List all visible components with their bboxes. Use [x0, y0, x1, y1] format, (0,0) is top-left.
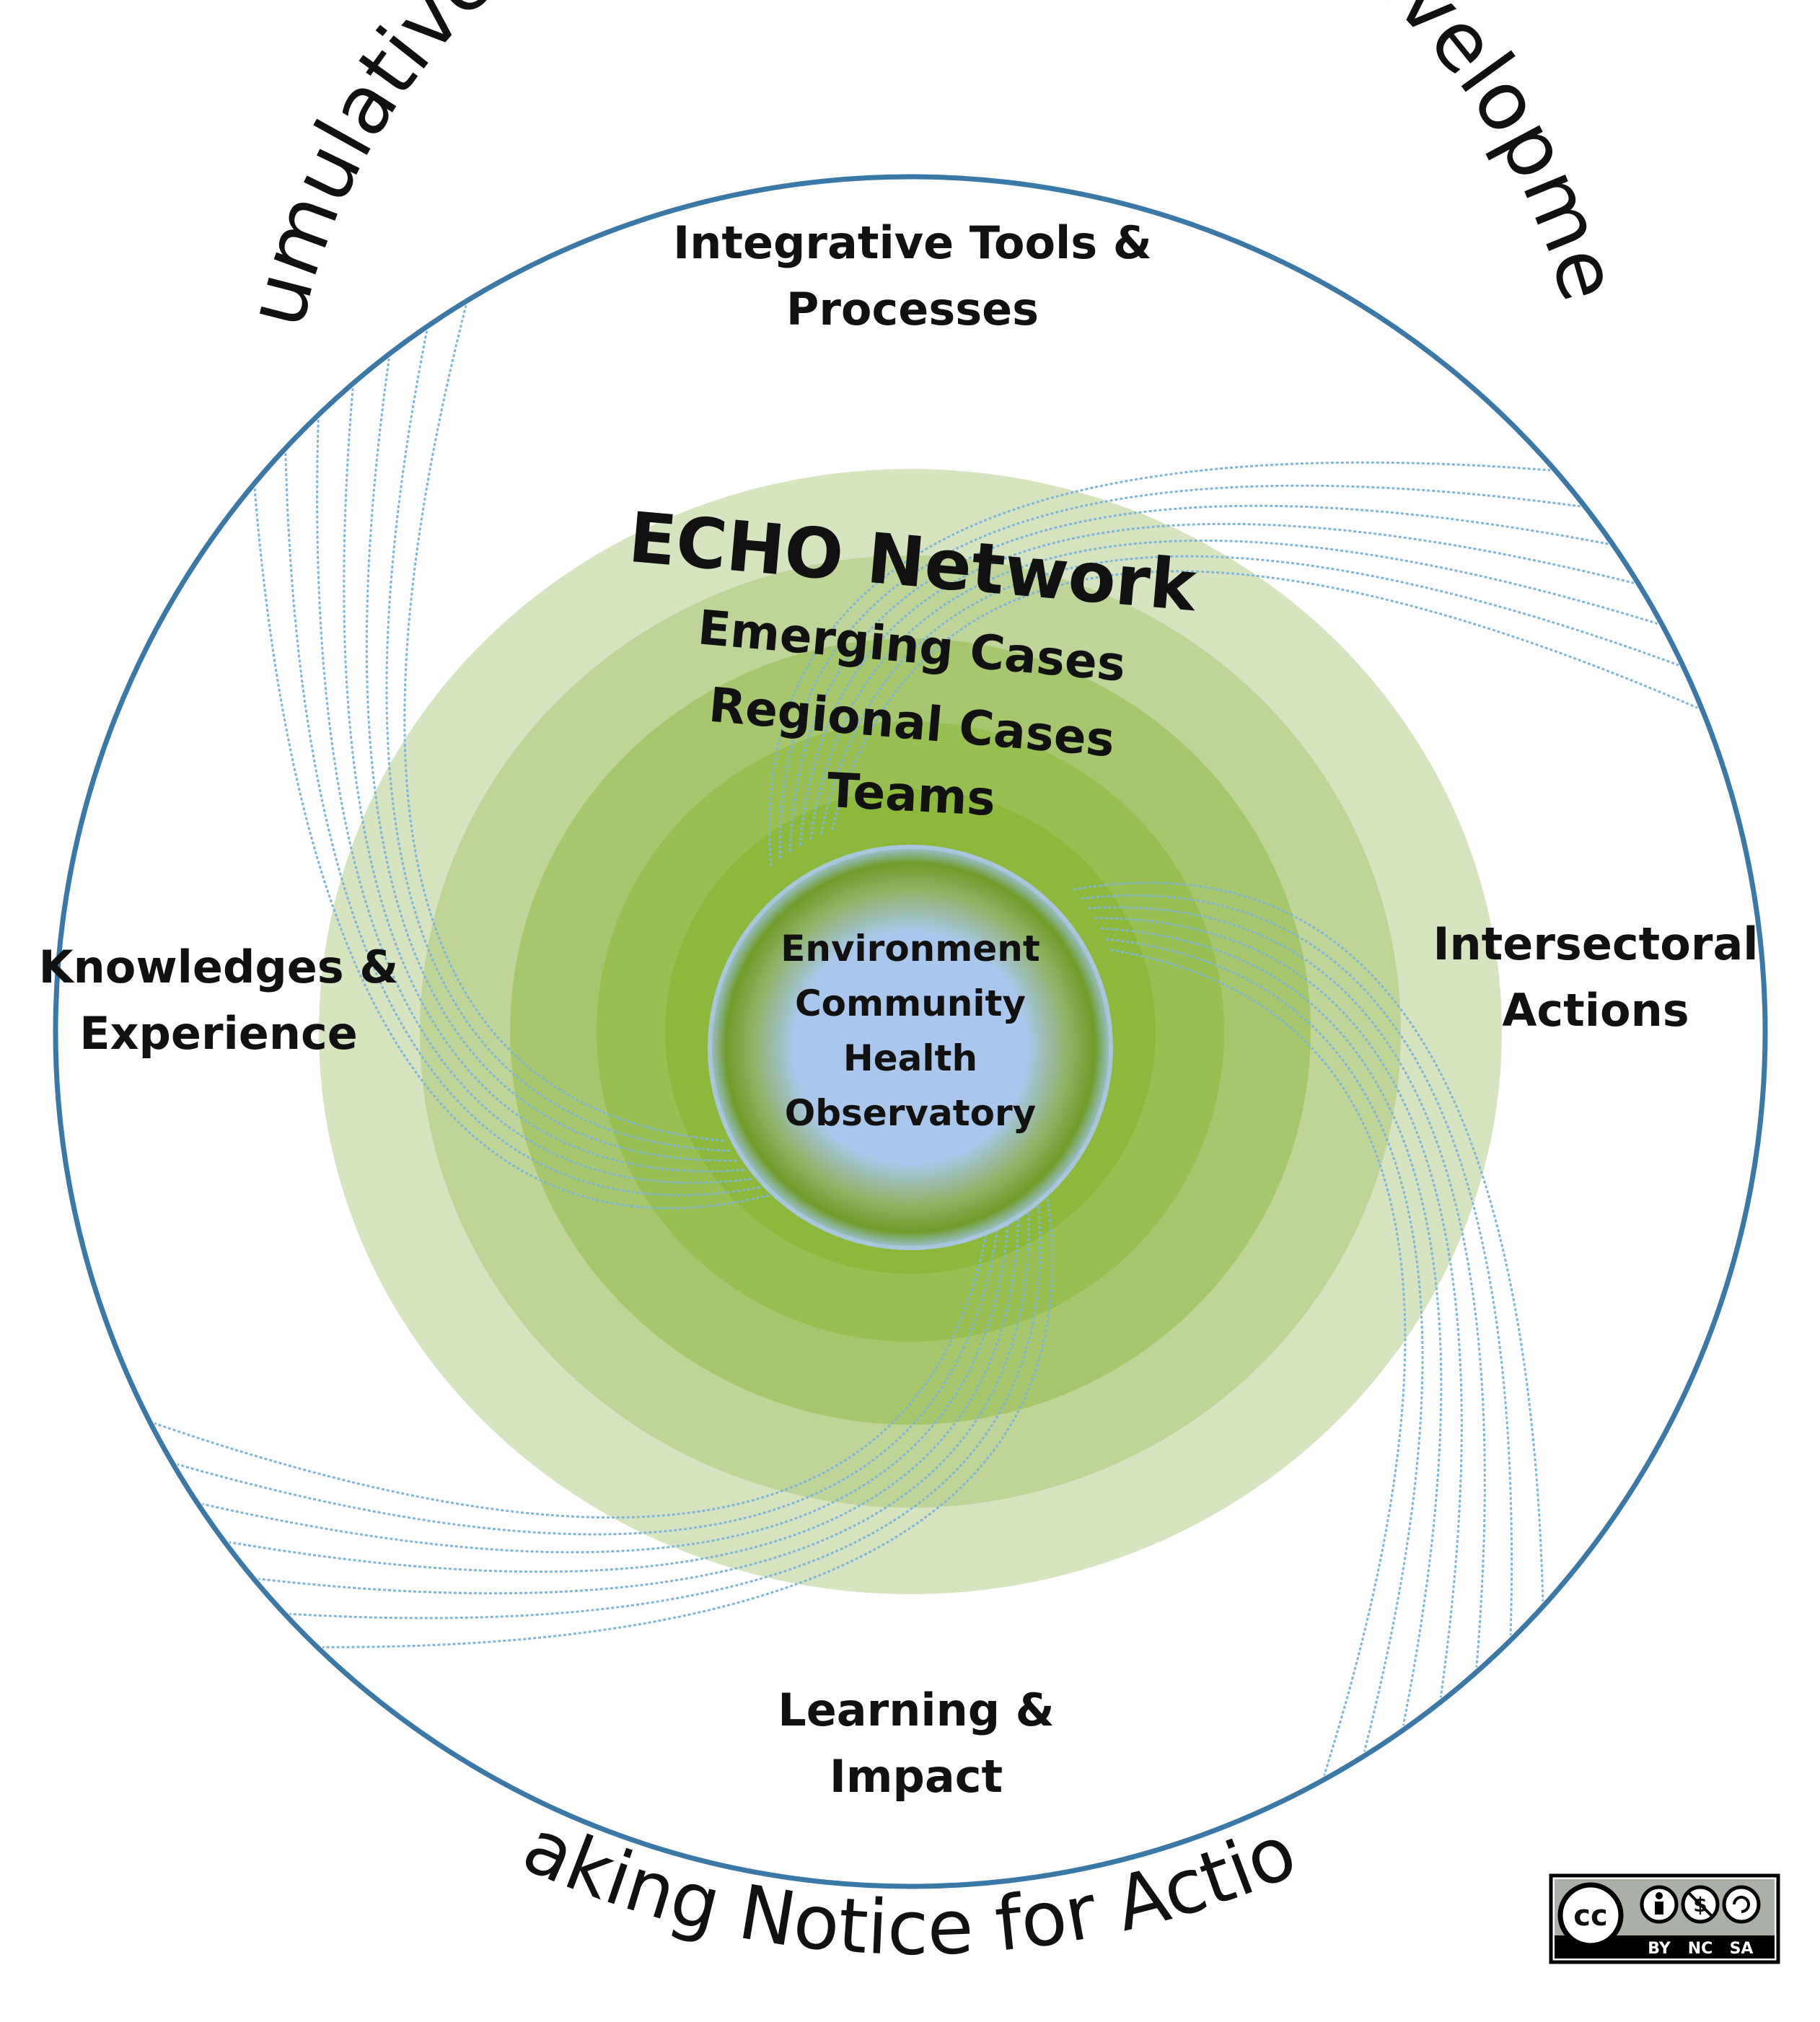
swirl-line — [1088, 906, 1486, 1668]
swirl-line — [322, 1198, 1054, 1648]
core-line-3: Health — [843, 1037, 977, 1079]
swirl-line — [229, 1218, 1020, 1573]
swirl-line — [253, 488, 770, 1210]
core-labels: Environment Community Health Observatory — [781, 928, 1040, 1134]
quadrant-bottom: Learning & Impact — [778, 1684, 1055, 1803]
quadrant-right: Intersectoral Actions — [1433, 918, 1758, 1037]
swirl-line — [365, 358, 737, 1162]
quadrant-top-line-2: Processes — [786, 283, 1039, 335]
swirl-line — [809, 539, 1658, 840]
quadrant-bottom-line-1: Learning & — [778, 1684, 1055, 1736]
teams-label: Teams — [826, 762, 997, 827]
quadrant-right-line-1: Intersectoral — [1433, 918, 1758, 970]
quadrant-left-line-1: Knowledges & — [39, 941, 399, 993]
core-circle — [708, 845, 1113, 1250]
outer-boundary-circle — [53, 174, 1768, 1889]
quadrant-left: Knowledges & Experience — [39, 941, 399, 1060]
swirl-line — [768, 461, 1551, 866]
swirl-line — [289, 1205, 1042, 1619]
quadrant-top-line-1: Integrative Tools & — [673, 216, 1152, 269]
swirl-line — [177, 1229, 998, 1536]
swirl-line — [1094, 917, 1463, 1698]
swirl-line — [385, 330, 730, 1152]
swirl-line — [403, 305, 724, 1142]
swirl-line — [1081, 894, 1513, 1635]
core-line-4: Observatory — [785, 1092, 1036, 1134]
swirl-line — [820, 555, 1679, 835]
swirl-line — [154, 1234, 988, 1519]
cc-license-badge[interactable]: cc $ BY NC SA — [1549, 1873, 1780, 1964]
swirl-lines — [154, 305, 1698, 1776]
quadrant-bottom-line-2: Impact — [830, 1750, 1003, 1803]
swirl-line — [316, 420, 752, 1184]
license-label-by: BY — [1648, 1940, 1671, 1958]
cc-icon — [1557, 1882, 1624, 1948]
swirl-line — [779, 484, 1581, 859]
cc-label: cc — [1573, 1899, 1607, 1933]
swirl-line — [799, 522, 1635, 845]
license-label-nc: NC — [1688, 1940, 1713, 1958]
swirl-line — [831, 570, 1698, 830]
swirl-line — [284, 453, 760, 1197]
swirl-line — [1110, 949, 1407, 1776]
swirl-line — [1100, 927, 1443, 1726]
quadrant-right-line-2: Actions — [1502, 984, 1689, 1037]
swirl-line — [1106, 938, 1424, 1752]
swirl-line — [343, 388, 744, 1172]
quadrant-top: Integrative Tools & Processes — [673, 216, 1152, 335]
license-label-sa: SA — [1730, 1940, 1754, 1958]
swirl-line — [258, 1213, 1030, 1595]
swirl-line — [202, 1224, 1009, 1554]
swirl-line — [788, 504, 1609, 852]
core-line-2: Community — [795, 983, 1026, 1024]
swirl-line — [1073, 882, 1544, 1601]
core-line-1: Environment — [781, 928, 1040, 970]
quadrant-left-line-2: Experience — [79, 1007, 358, 1060]
sharealike-icon — [1722, 1885, 1761, 1924]
